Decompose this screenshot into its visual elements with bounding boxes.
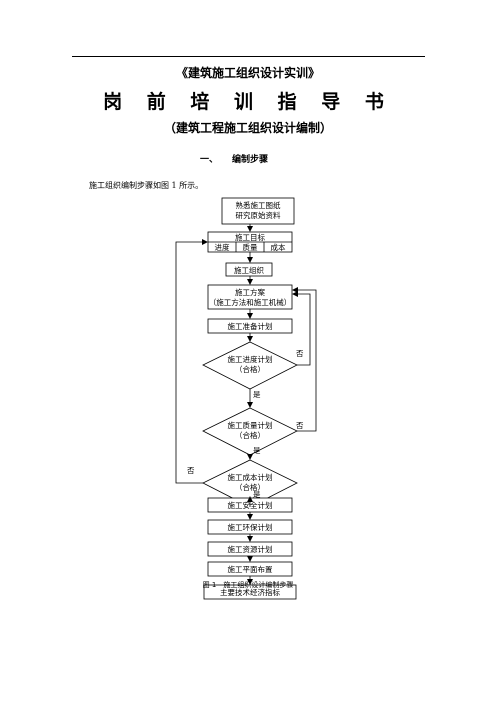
indicators-text: 主要技术经济指标 xyxy=(220,587,280,597)
schedule-text-1: 施工进度计划 xyxy=(228,354,273,364)
section-title: 编制步骤 xyxy=(232,155,269,165)
site-layout-text: 施工平面布置 xyxy=(228,564,273,574)
prep-plan-text: 施工准备计划 xyxy=(228,321,273,331)
cost-text-1: 施工成本计划 xyxy=(228,472,273,482)
section-number: 一、 xyxy=(200,155,219,165)
start-text-1: 熟悉施工图纸 xyxy=(236,200,281,210)
box-scheme xyxy=(207,284,293,310)
document-paren-title: （建筑工程施工组织设计编制） xyxy=(163,121,332,135)
start-text-2: 研究原始资料 xyxy=(236,210,281,220)
goal-progress-text: 进度 xyxy=(215,242,230,252)
yes-label-schedule: 是 xyxy=(253,390,261,399)
yes-label-quality: 是 xyxy=(253,446,261,455)
cost-text-2: （合格） xyxy=(235,482,265,492)
yes-label-cost: 是 xyxy=(253,490,261,499)
scheme-text-1: 施工方案 xyxy=(235,287,265,297)
goal-cost-text: 成本 xyxy=(271,242,286,252)
organization-text: 施工组织 xyxy=(234,265,264,275)
document-title: 岗 前 培 训 指 导 书 xyxy=(103,91,393,113)
box-indicators xyxy=(203,584,297,600)
loop-quality-no xyxy=(292,287,317,432)
goal-text: 施工目标 xyxy=(235,232,265,242)
header-rule xyxy=(72,56,425,57)
schedule-text-2: （合格） xyxy=(235,364,265,374)
scheme-text-2: （施工方法和施工机械） xyxy=(209,297,292,307)
box-organization xyxy=(225,262,273,277)
box-start xyxy=(221,197,295,225)
figure-caption: 图 1 施工组织设计编制步骤 xyxy=(202,581,294,589)
intro-paragraph: 施工组织编制步骤如图 1 所示。 xyxy=(89,181,204,190)
resource-plan-text: 施工资源计划 xyxy=(228,544,273,554)
course-subtitle: 《建筑施工组织设计实训》 xyxy=(175,66,320,80)
no-label-schedule: 否 xyxy=(296,349,304,358)
goal-quality-text: 质量 xyxy=(243,242,258,252)
quality-text-2: （合格） xyxy=(235,430,265,440)
section-heading: 一、 编制步骤 xyxy=(200,152,268,165)
quality-text-1: 施工质量计划 xyxy=(228,420,273,430)
loop-cost-no xyxy=(175,239,208,484)
loop-schedule-no xyxy=(292,291,311,366)
no-label-quality: 否 xyxy=(296,421,304,430)
no-label-cost: 否 xyxy=(187,466,195,475)
env-plan-text: 施工环保计划 xyxy=(228,522,273,532)
safety-plan-text: 施工安全计划 xyxy=(228,500,273,510)
